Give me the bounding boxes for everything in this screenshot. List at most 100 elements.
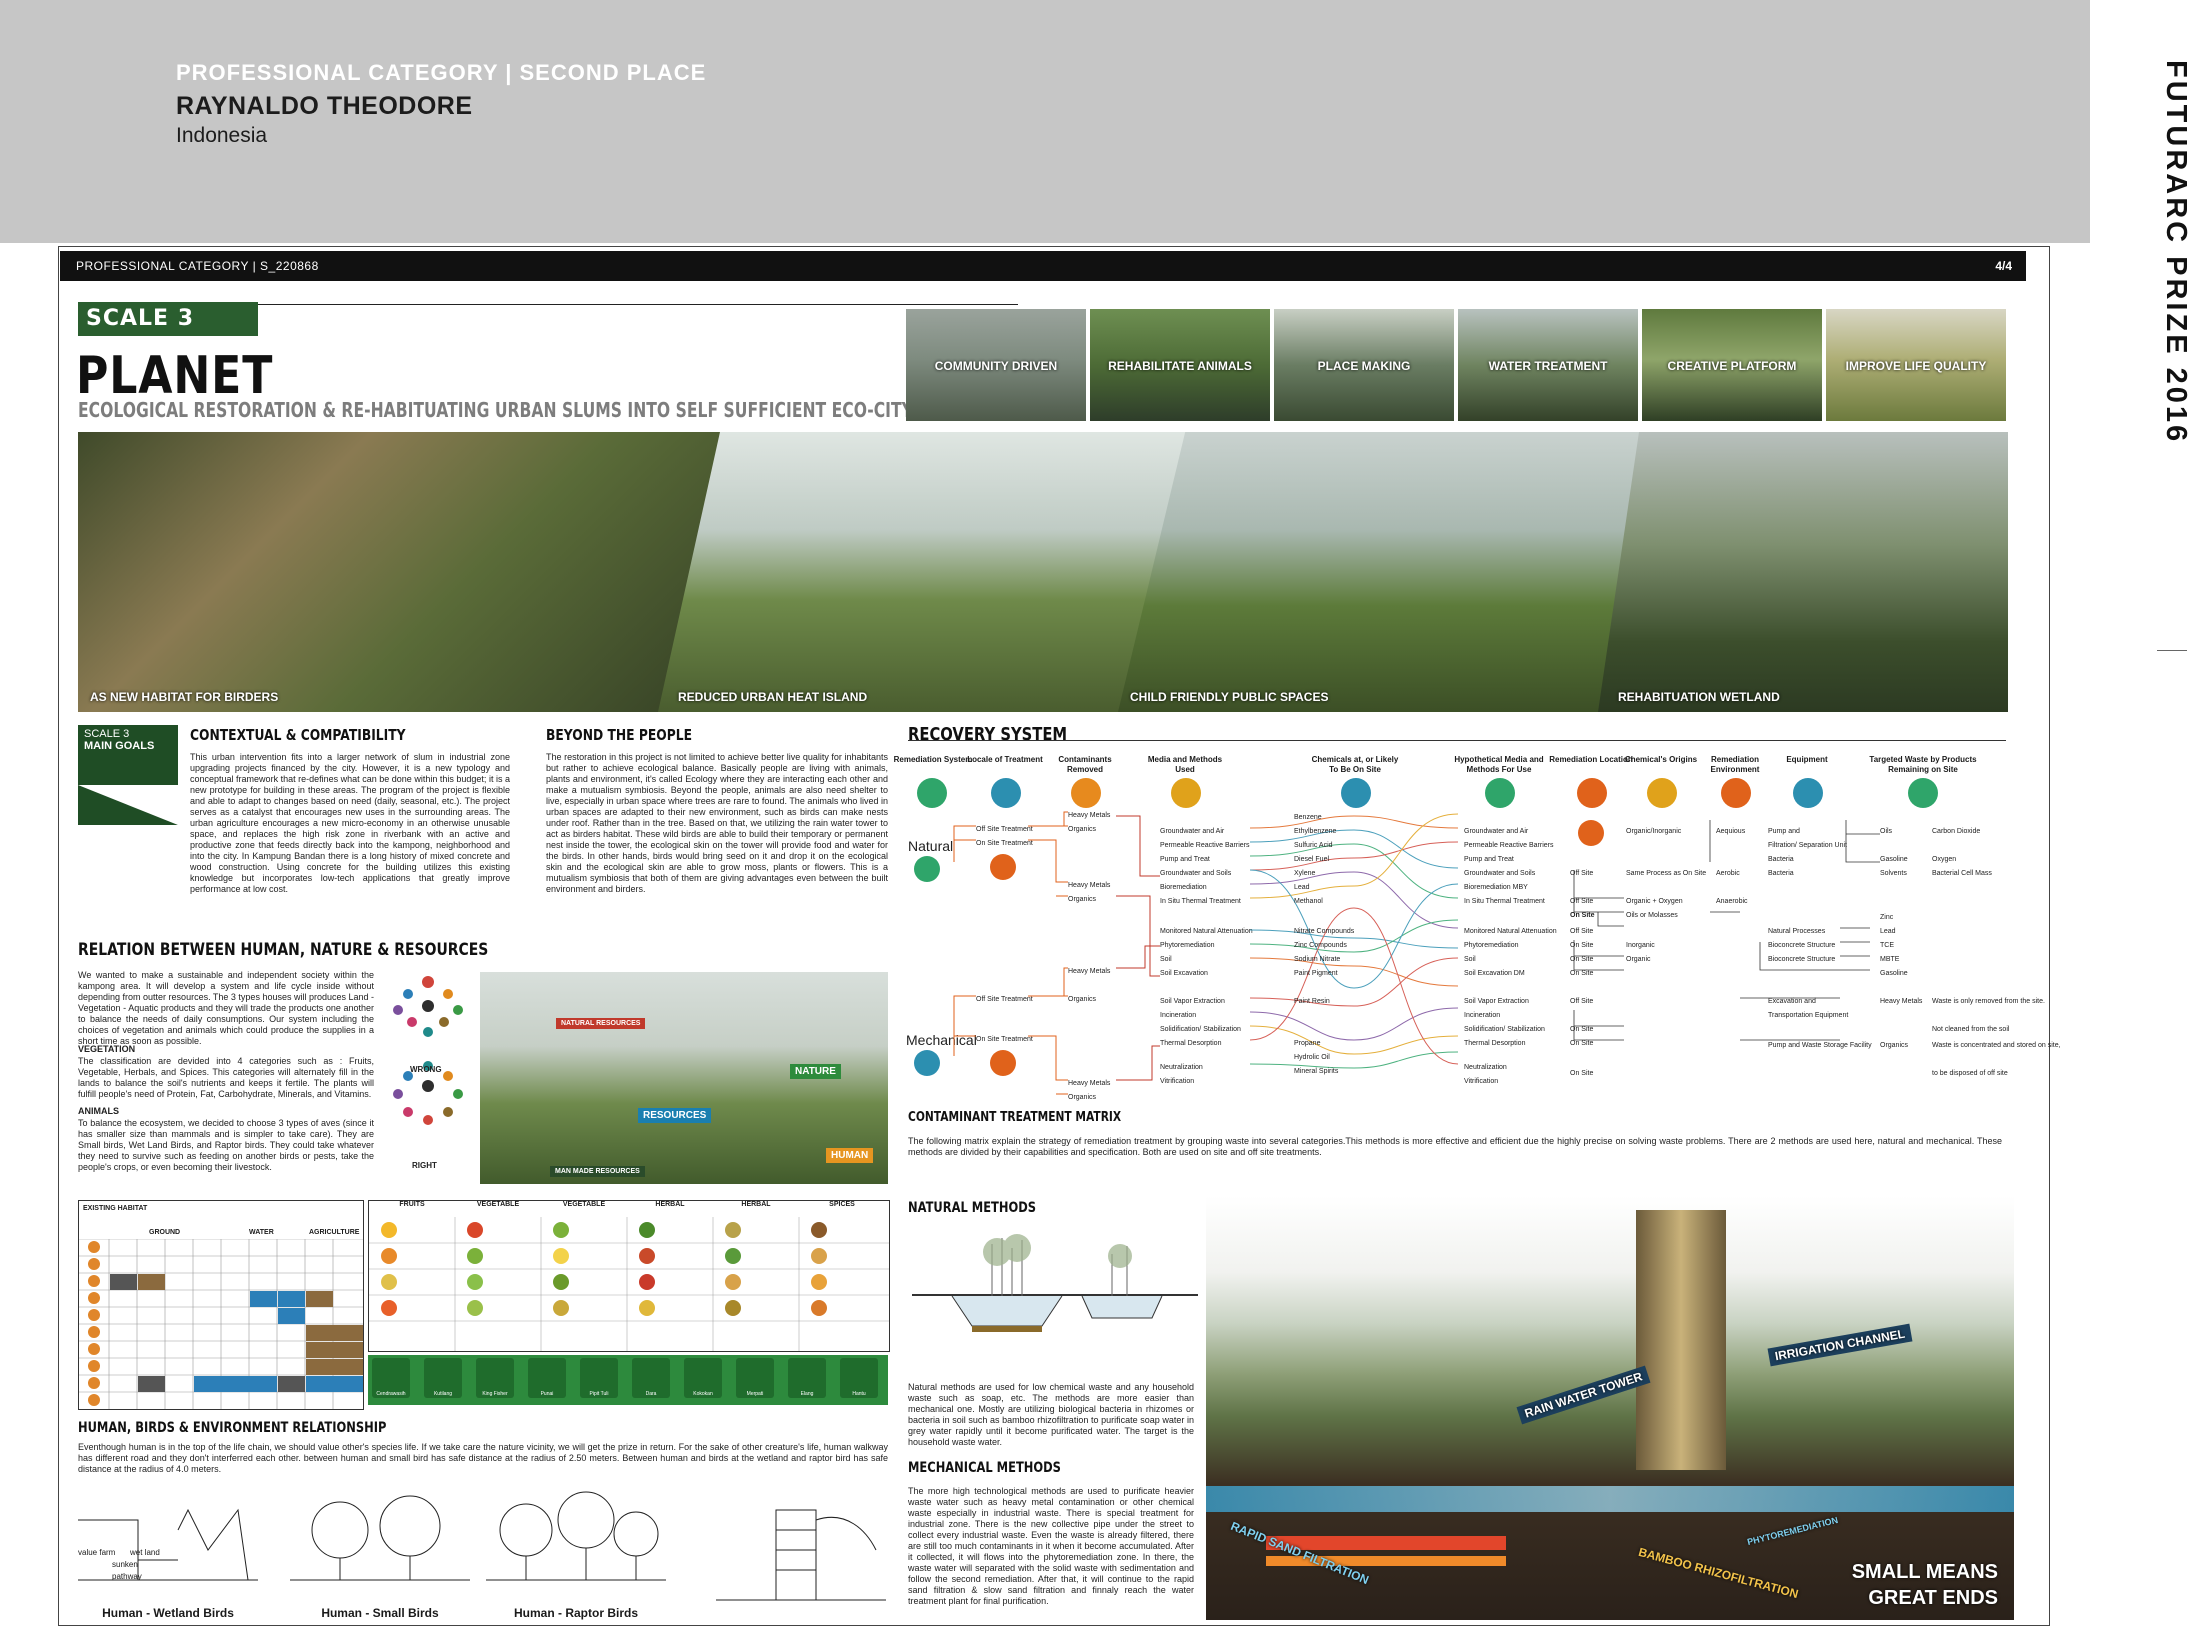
media-item: Pump and Treat xyxy=(1160,856,1210,863)
sketch-annotation: sunken xyxy=(112,1560,138,1569)
equipment-item: Bacteria xyxy=(1768,870,1794,877)
banner-caption: CHILD FRIENDLY PUBLIC SPACES xyxy=(1130,690,1329,704)
header-location: Remediation Location xyxy=(1549,755,1633,764)
media-item: Groundwater and Soils xyxy=(1160,870,1232,877)
vegetation-table: FRUITS VEGETABLE VEGETABLE HERBAL HERBAL… xyxy=(368,1200,890,1352)
right-matrix-lines xyxy=(1573,820,1880,1041)
natural-methods-text: Natural methods are used for low chemica… xyxy=(908,1382,1194,1447)
chemical-item: Methanol xyxy=(1294,898,1323,905)
hypo-item: Thermal Desorption xyxy=(1464,1040,1526,1047)
bird-name: King Fisher xyxy=(482,1391,508,1397)
wrong-label: WRONG xyxy=(410,1065,442,1074)
origin-item: Same Process as On Site xyxy=(1626,870,1707,877)
veg-col: HERBAL xyxy=(655,1201,685,1208)
truck-icon xyxy=(991,778,1021,808)
tag-natural-resources: NATURAL RESOURCES xyxy=(556,1018,646,1029)
chemical-item: Paint Resin xyxy=(1294,998,1330,1005)
waste-item: Not cleaned from the soil xyxy=(1932,1026,2010,1033)
locale-item: Off Site Treatment xyxy=(976,996,1033,1003)
banner-caption: REDUCED URBAN HEAT ISLAND xyxy=(678,690,868,704)
hypo-item: Soil Vapor Extraction xyxy=(1464,998,1529,1005)
media-item: Neutralization xyxy=(1160,1064,1203,1071)
hero-banner: AS NEW HABITAT FOR BIRDERS REDUCED URBAN… xyxy=(78,432,2008,712)
side-title: FUTURARC PRIZE 2016 xyxy=(2160,60,2192,445)
header-origins: Chemical's Origins xyxy=(1624,755,1698,764)
location-item: Off Site xyxy=(1570,998,1594,1005)
media-item: Incineration xyxy=(1160,1012,1197,1019)
contaminant-item: Heavy Metals xyxy=(1068,882,1111,889)
contaminant-item: Heavy Metals xyxy=(1068,1080,1111,1087)
header-environment: Remediation Environment xyxy=(1710,755,1760,774)
origin-item: Organic + Oxygen xyxy=(1626,898,1683,905)
chemical-item: Diesel Fuel xyxy=(1294,856,1330,863)
location-pin-icon xyxy=(1577,778,1607,808)
chemical-item: Nitrate Compounds xyxy=(1294,928,1355,935)
tools-icon xyxy=(1793,778,1823,808)
recovery-rule xyxy=(908,740,2006,741)
chemical-item: Sodium Nitrate xyxy=(1294,956,1341,963)
tag-man-made: MAN MADE RESOURCES xyxy=(550,1166,645,1177)
header-equipment: Equipment xyxy=(1786,755,1828,764)
hypo-item: Phytoremediation xyxy=(1464,942,1519,949)
bird-name: Kokokan xyxy=(693,1391,713,1397)
veg-header-row: FRUITS VEGETABLE VEGETABLE HERBAL HERBAL… xyxy=(369,1201,889,1217)
page-number: 4/4 xyxy=(1995,259,2012,273)
media-item: Phytoremediation xyxy=(1160,942,1215,949)
bird-cell: Kokokan xyxy=(684,1358,722,1398)
site-icon xyxy=(990,1050,1016,1076)
pipe-red xyxy=(1266,1536,1506,1550)
media-item: Soil Vapor Extraction xyxy=(1160,998,1225,1005)
media-item: Solidification/ Stabilization xyxy=(1160,1026,1241,1033)
equipment-item: Bioconcrete Structure xyxy=(1768,942,1836,949)
locale-item: On Site Treatment xyxy=(976,840,1033,847)
sketch-small-drawing xyxy=(290,1495,470,1581)
bird-name: Merpati xyxy=(746,1391,764,1397)
thumbnail-label: CREATIVE PLATFORM xyxy=(1667,359,1797,373)
waste-item: to be disposed of off site xyxy=(1932,1070,2008,1077)
bird-strip: Cendrawasih Kutilang King Fisher Punai P… xyxy=(368,1355,888,1405)
header-locale: Locale of Treatment xyxy=(967,755,1043,764)
bird-cell: Punai xyxy=(528,1358,566,1398)
location-item: Off Site xyxy=(1570,870,1594,877)
locale-item: Off Site Treatment xyxy=(976,826,1033,833)
chemical-item: Lead xyxy=(1294,884,1310,891)
chemical-item: Sulfuric Acid xyxy=(1294,842,1333,849)
channel-flow xyxy=(1206,1486,2014,1512)
thumbnail-label: IMPROVE LIFE QUALITY xyxy=(1845,359,1987,373)
waste-item: Gasoline xyxy=(1880,856,1908,863)
origin-item: Inorganic xyxy=(1626,942,1655,949)
banner-caption: REHABITUATION WETLAND xyxy=(1618,690,1780,704)
thumbnail-label: REHABILITATE ANIMALS xyxy=(1108,359,1252,373)
locale-item: On Site Treatment xyxy=(976,1036,1033,1043)
bird-cell: Kutilang xyxy=(424,1358,462,1398)
header-hypothetical: Hypothetical Media and Methods For Use xyxy=(1454,755,1544,774)
remediation-tree-lines xyxy=(953,811,1160,1095)
location-item: On Site xyxy=(1570,1040,1594,1047)
waste-item: Waste is only removed from the site. xyxy=(1932,998,2045,1005)
category-line: PROFESSIONAL CATEGORY | SECOND PLACE xyxy=(176,60,707,85)
waste-item: Solvents xyxy=(1880,870,1907,877)
contaminant-title: CONTAMINANT TREATMENT MATRIX xyxy=(908,1110,1122,1125)
origin-item: Oils or Molasses xyxy=(1626,912,1678,919)
bird-cell: Cendrawasih xyxy=(372,1358,410,1398)
location-item: On Site xyxy=(1570,912,1595,919)
habitat-grid xyxy=(79,1239,363,1409)
hypo-item: Groundwater and Air xyxy=(1464,828,1529,835)
media-item: Soil Excavation xyxy=(1160,970,1208,977)
sheet-top-bar: PROFESSIONAL CATEGORY | S_220868 4/4 xyxy=(60,251,2026,281)
sketch-annotation: pathway xyxy=(112,1572,142,1581)
thumbnail-creative: CREATIVE PLATFORM xyxy=(1642,309,1822,421)
natural-methods-title: NATURAL METHODS xyxy=(908,1200,1037,1216)
thumbnail-label: COMMUNITY DRIVEN xyxy=(934,359,1058,373)
thumbnail-animals: REHABILITATE ANIMALS xyxy=(1090,309,1270,421)
header-waste: Targeted Waste by Products Remaining on … xyxy=(1869,755,1977,774)
pipe-orange xyxy=(1266,1556,1506,1566)
thumbnail-placemaking: PLACE MAKING xyxy=(1274,309,1454,421)
cutaway-render: RAIN WATER TOWER IRRIGATION CHANNEL RAPI… xyxy=(1206,1196,2014,1620)
equipment-item: Transportation Equipment xyxy=(1768,1012,1849,1019)
environment-item: Aequious xyxy=(1716,828,1746,835)
goals-badge xyxy=(78,725,178,825)
chemical-item: Zinc Compounds xyxy=(1294,942,1347,949)
slogan-line1: SMALL MEANS xyxy=(1851,1561,1998,1583)
